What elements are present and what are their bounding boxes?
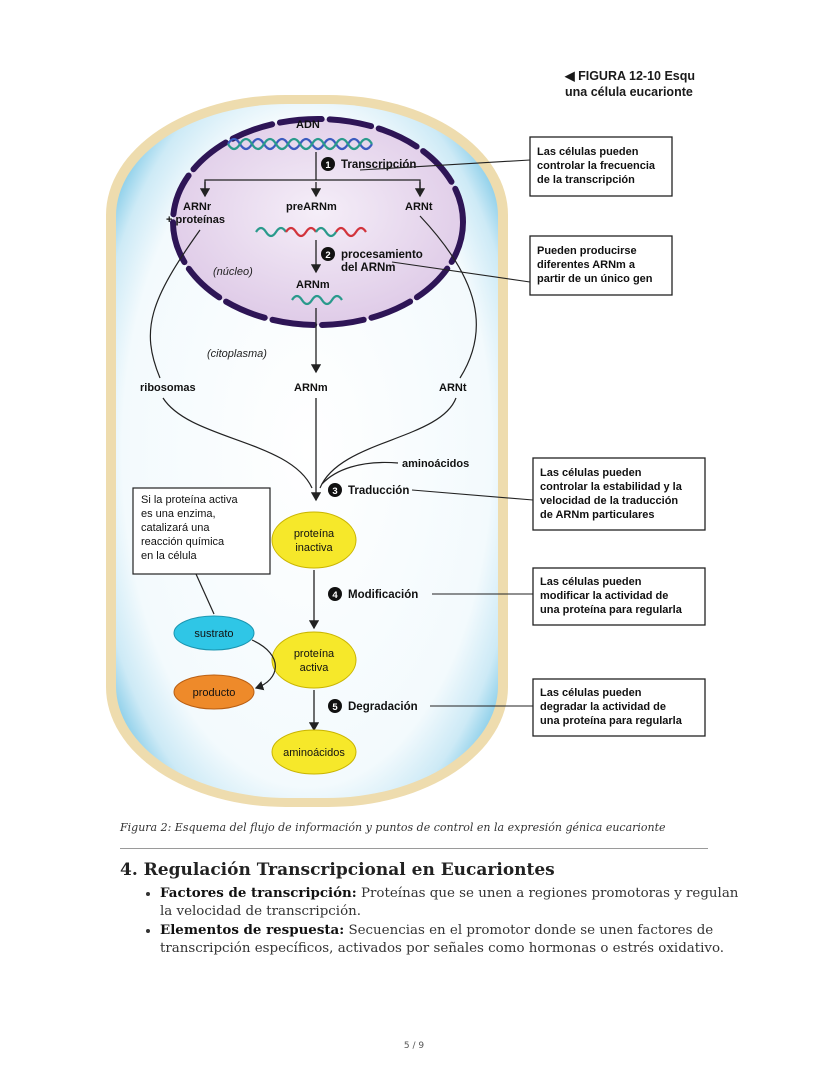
step2-badge [321,247,335,261]
step5-badge [328,699,342,713]
step2-label-line2: del ARNm [341,262,396,274]
bullet-term: Elementos de respuesta: [160,922,345,938]
arnr-label-line2: + proteínas [166,214,225,226]
enzyme-note-line2: es una enzima, [141,508,216,520]
active-protein-line1: proteína [294,648,335,660]
figure-header-line1: ◀ FIGURA 12-10 Esqu [564,69,695,83]
amino-acids-ellipse [271,729,357,775]
box2-line3: partir de un único gen [537,273,653,285]
box3-line2: controlar la estabilidad y la [540,481,683,493]
box3-line3: velocidad de la traducción [540,495,678,507]
list-item: Factores de transcripción: Proteínas que… [160,884,750,921]
box4-line2: modificar la actividad de [540,590,668,602]
dna-helix [227,137,373,151]
inactive-protein [271,511,357,569]
trna-path [419,215,477,379]
step3-number: 3 [332,486,337,497]
gene-expression-figure: ◀ FIGURA 12-10 Esqu una célula eucariont… [106,69,706,807]
dna-label: ADN [296,119,320,131]
product-label: producto [193,687,236,699]
prearnm-label: preARNm [286,201,337,213]
trna-cytoplasm-label: ARNt [439,382,467,394]
box5-line1: Las células pueden [540,687,642,699]
mrna-cytoplasm-label: ARNm [294,382,328,394]
mrna-strand [291,294,343,306]
figure-caption: Figura 2: Esquema del flujo de informaci… [120,821,666,834]
control-box-processing [529,235,673,296]
inactive-protein-line2: inactiva [295,542,333,554]
enzyme-note-line1: Si la proteína activa [141,494,238,506]
control-box-transcription [529,136,673,197]
enzyme-note-line3: catalizará una [141,522,210,534]
ribosome-path [162,397,313,489]
arnt-label-top: ARNt [405,201,433,213]
bullet-text: Secuencias en el promotor donde se unen … [160,923,725,956]
bullet-text: Proteínas que se unen a regiones promoto… [160,886,739,919]
nucleus [173,119,463,325]
box3-line1: Las células pueden [540,467,642,479]
enzyme-note-box [132,487,271,575]
control-box-translation [532,457,706,531]
product [173,674,255,710]
amino-acids-path [321,461,399,485]
step1-badge [321,157,335,171]
substrate [173,615,255,651]
list-item: Elementos de respuesta: Secuencias en el… [160,921,750,958]
step5-label: Degradación [348,701,418,713]
control-box-modification [532,567,706,626]
bullet-term: Factores de transcripción: [160,885,357,901]
box2-connector [391,261,531,283]
cytoplasm-label: (citoplasma) [207,348,267,360]
box2-line1: Pueden producirse [537,245,637,257]
step4-label: Modificación [348,589,418,601]
box4-line1: Las células pueden [540,576,642,588]
step2-number: 2 [325,250,330,261]
step2-label-line1: procesamiento [341,249,423,261]
section-divider [120,848,708,849]
page-number: 5 / 9 [403,1041,425,1051]
step4-badge [328,587,342,601]
figure-header-line2: una célula eucarionte [565,85,693,99]
trna-to-translation-path [319,397,457,489]
step1-number: 1 [325,160,331,171]
active-protein [271,631,357,689]
box5-line3: una proteína para regularla [540,715,683,727]
substrate-label: sustrato [194,628,233,640]
nuclear-envelope [170,116,466,328]
catalysis-arrow [251,639,276,691]
control-box-degradation [532,678,706,737]
box1-line3: de la transcripción [537,174,635,186]
box1-line1: Las células pueden [537,146,639,158]
bullet-list: Factores de transcripción: Proteínas que… [120,884,750,958]
box4-line3: una proteína para regularla [540,604,683,616]
arnr-label-line1: ARNr [183,201,212,213]
amino-acids-label: aminoácidos [402,458,469,470]
step3-label: Traducción [348,485,409,497]
box2-line2: diferentes ARNm a [537,259,636,271]
mrna-nucleus-label: ARNm [296,279,330,291]
premrna-strand [255,226,367,238]
enzyme-note-pointer [195,573,215,615]
box3-line4: de ARNm particulares [540,509,655,521]
step4-number: 4 [332,590,338,601]
box5-line2: degradar la actividad de [540,701,666,713]
section-title: 4. Regulación Transcripcional en Eucario… [120,860,555,880]
box1-line2: controlar la frecuencia [537,160,656,172]
active-protein-line2: activa [300,662,330,674]
ribosomes-label: ribosomas [140,382,196,394]
inactive-protein-line1: proteína [294,528,335,540]
step5-number: 5 [332,702,338,713]
enzyme-note-line4: reacción química [141,536,225,548]
enzyme-note-line5: en la célula [141,550,198,562]
box1-connector [359,159,531,171]
amino-acids-ellipse-label: aminoácidos [283,747,345,759]
rrna-path [149,229,201,379]
box3-connector [411,489,534,501]
step3-badge [328,483,342,497]
nucleus-label: (núcleo) [213,266,253,278]
